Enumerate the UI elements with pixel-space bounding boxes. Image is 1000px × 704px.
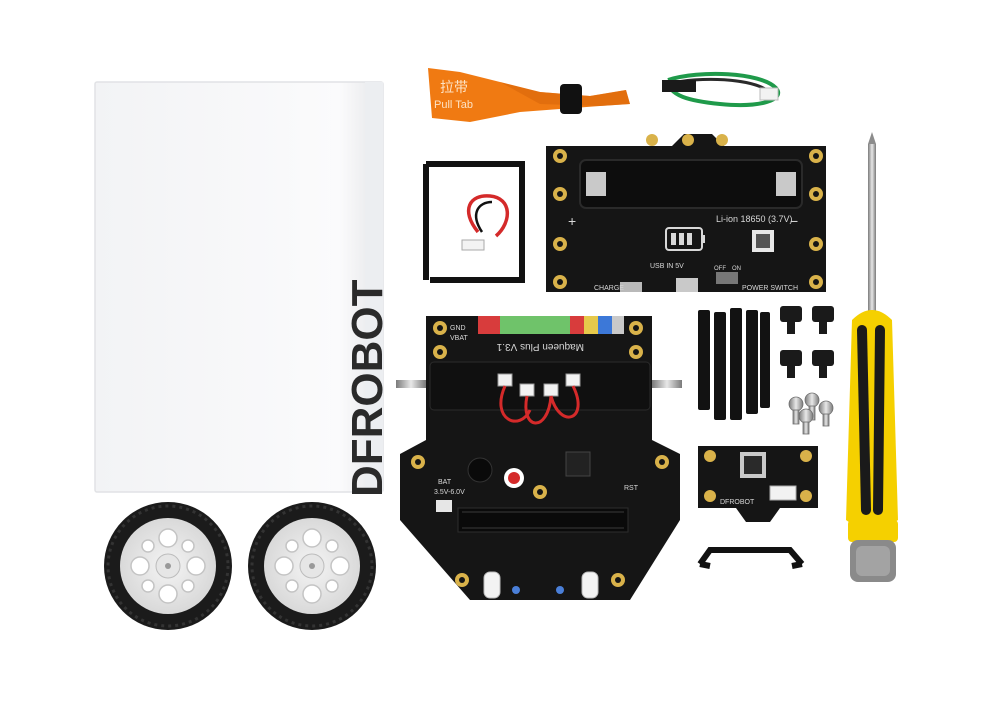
green-wire-cable	[662, 71, 780, 108]
svg-text:+: +	[568, 213, 576, 229]
pull-tab-en-text: Pull Tab	[434, 99, 473, 111]
main-robot-board: Maqueen Plus V3.1 VBAT GND BAT 3.5V-6.0V…	[396, 316, 682, 600]
sensor-bracket	[697, 547, 805, 569]
battery-type-label: Li-ion 18650 (3.7V)	[716, 214, 793, 224]
battery-board: Li-ion 18650 (3.7V) USB IN 5V CHARGE POW…	[546, 134, 826, 292]
gnd-label: GND	[450, 325, 466, 332]
charge-label: CHARGE	[594, 285, 624, 292]
wheel-right	[248, 502, 376, 630]
box-brand-text: DFROBOT	[343, 279, 392, 497]
switch-off-label: OFF	[714, 266, 726, 272]
bat-label: BAT	[438, 479, 452, 486]
svg-text:−: −	[790, 213, 798, 229]
wheel-left	[104, 502, 232, 630]
manual-box: DFROBOT	[94, 81, 392, 497]
red-wire-cable	[461, 194, 510, 251]
sensor-board: DFROBOT	[698, 446, 818, 522]
thumb-screws	[780, 306, 834, 378]
vbat-label: VBAT	[450, 335, 468, 342]
motor-bracket	[423, 161, 525, 283]
screwdriver	[846, 132, 898, 582]
standoff-bundle	[698, 308, 770, 420]
sensor-board-label: DFROBOT	[720, 499, 755, 506]
board-model-label: Maqueen Plus V3.1	[496, 341, 584, 352]
power-switch-label: POWER SWITCH	[742, 285, 798, 292]
usb-input-label: USB IN 5V	[650, 263, 684, 270]
rst-label: RST	[624, 485, 639, 492]
pull-tab-ribbon: 拉带 Pull Tab	[428, 68, 630, 122]
metal-bolts	[788, 392, 834, 435]
pull-tab-cn-text: 拉带	[440, 80, 468, 96]
voltage-label: 3.5V-6.0V	[434, 489, 465, 496]
switch-on-label: ON	[732, 266, 741, 272]
